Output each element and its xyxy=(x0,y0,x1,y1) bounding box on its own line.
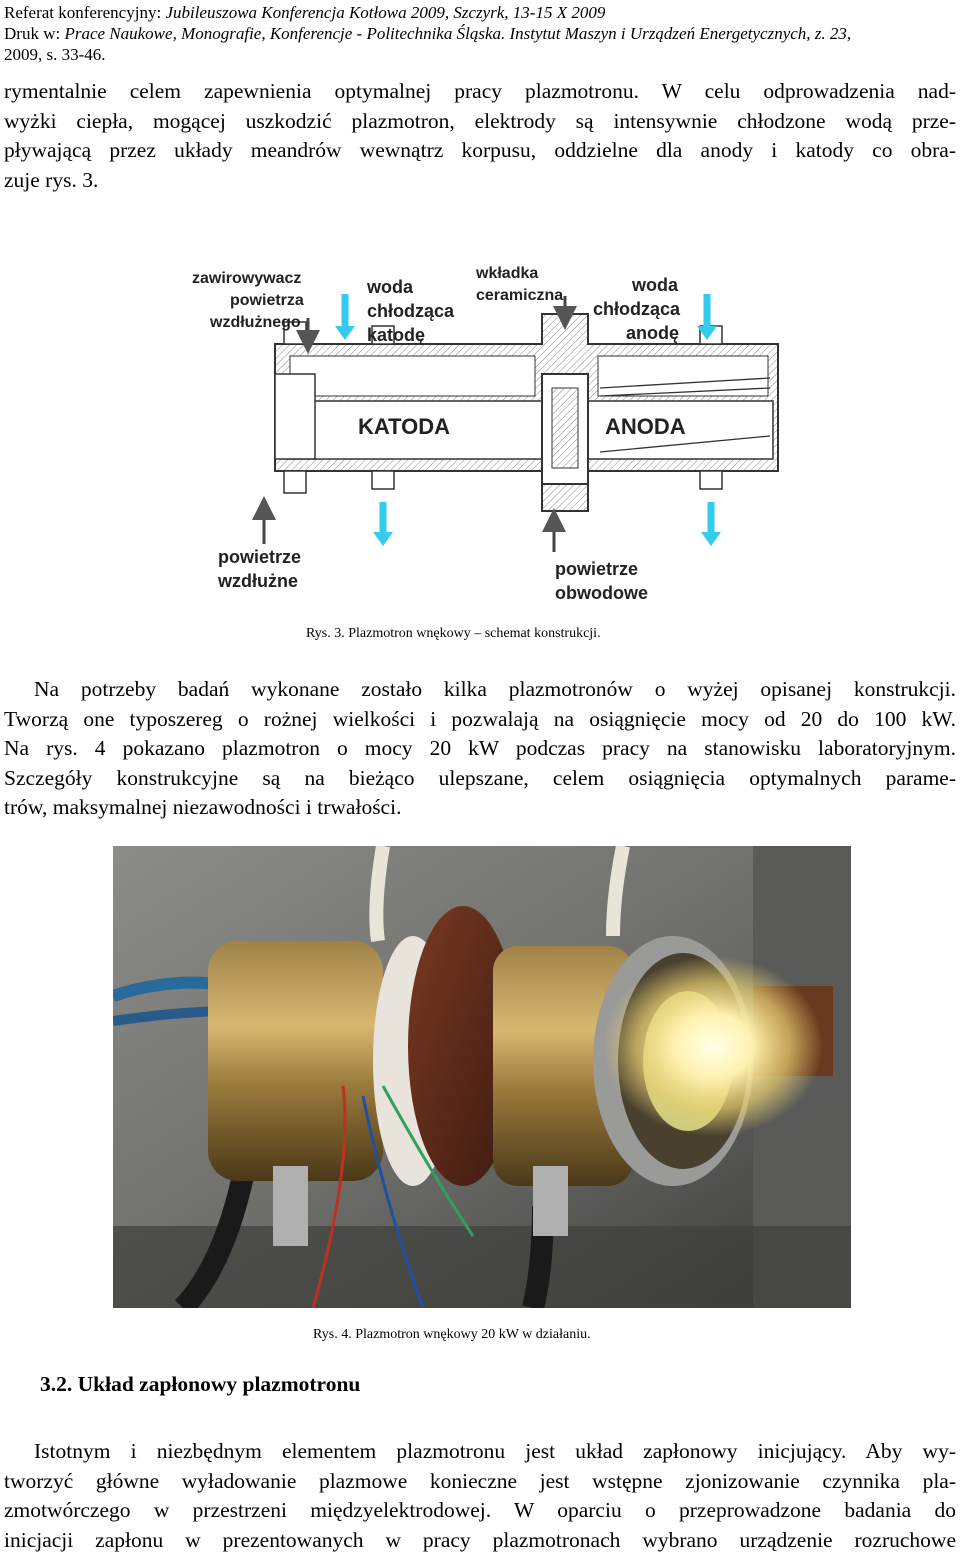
label-water-cathode: katodę xyxy=(367,325,425,345)
citation-line-2: Druk w: Prace Naukowe, Monografie, Konfe… xyxy=(4,24,852,43)
label-circumferential-air: powietrze xyxy=(555,559,638,579)
citation-line-1: Referat konferencyjny: Jubileuszowa Konf… xyxy=(4,3,606,22)
plasmatron-photo xyxy=(113,846,851,1308)
section-heading: 3.2. Układ zapłonowy plazmotronu xyxy=(40,1372,361,1396)
label-ceramic-insert: wkładka xyxy=(475,265,538,282)
text-line: zmotwórczego w przestrzeni międzyelektro… xyxy=(4,1498,956,1522)
text-line: tworzyć główne wyładowanie plazmowe koni… xyxy=(4,1468,956,1493)
text-line: Na potrzeby badań wykonane zostało kilka… xyxy=(34,677,956,701)
label-swirler: wzdłużnego xyxy=(209,314,301,331)
label-circumferential-air: obwodowe xyxy=(555,583,648,603)
label-water-cathode: woda xyxy=(366,277,414,297)
text-line: Istotnym i niezbędnym elementem plazmotr… xyxy=(34,1439,956,1463)
paragraph-3: Istotnym i niezbędnym elementem plazmotr… xyxy=(4,1437,956,1555)
text-line: Szczegóły konstrukcyjne są na bieżąco ul… xyxy=(4,765,956,790)
text-line: inicjacji zapłonu w prezentowanych w pra… xyxy=(4,1527,956,1552)
label-water-anode: chłodząca xyxy=(593,299,681,319)
housing-drawing xyxy=(274,313,779,512)
paragraph-2: Na potrzeby badań wykonane zostało kilka… xyxy=(4,675,956,823)
paragraph-1: rymentalnie celem zapewnienia optymalnej… xyxy=(4,77,956,195)
label-swirler: zawirowywacz xyxy=(192,270,301,287)
text-line: Na rys. 4 pokazano plazmotron o mocy 20 … xyxy=(4,736,956,760)
citation-line-3: 2009, s. 33-46. xyxy=(4,45,106,64)
plasmatron-schematic-figure: zawirowywacz powietrza wzdłużnego woda c… xyxy=(192,265,779,603)
label-anode: ANODA xyxy=(605,414,686,439)
label-water-anode: woda xyxy=(631,275,679,295)
label-swirler: powietrza xyxy=(230,292,304,309)
label-axial-air: wzdłużne xyxy=(217,571,298,591)
label-cathode: KATODA xyxy=(358,414,450,439)
text-line: pływającą przez układy meandrów wewnątrz… xyxy=(4,138,956,162)
figure-4-caption: Rys. 4. Plazmotron wnękowy 20 kW w dział… xyxy=(313,1327,591,1342)
text-line: rymentalnie celem zapewnienia optymalnej… xyxy=(4,79,956,103)
label-water-anode: anodę xyxy=(626,323,679,343)
label-axial-air: powietrze xyxy=(218,547,301,567)
text-line: zuje rys. 3. xyxy=(4,167,99,192)
figure-3-caption: Rys. 3. Plazmotron wnękowy – schemat kon… xyxy=(306,626,601,641)
text-line: Tworzą one typoszereg o rożnej wielkości… xyxy=(4,706,956,731)
text-line: trów, maksymalnej niezawodności i trwało… xyxy=(4,795,402,819)
label-ceramic-insert: ceramiczna xyxy=(476,287,563,304)
text-line: wyżki ciepła, mogącej uszkodzić plazmotr… xyxy=(4,108,956,133)
label-water-cathode: chłodząca xyxy=(367,301,455,321)
